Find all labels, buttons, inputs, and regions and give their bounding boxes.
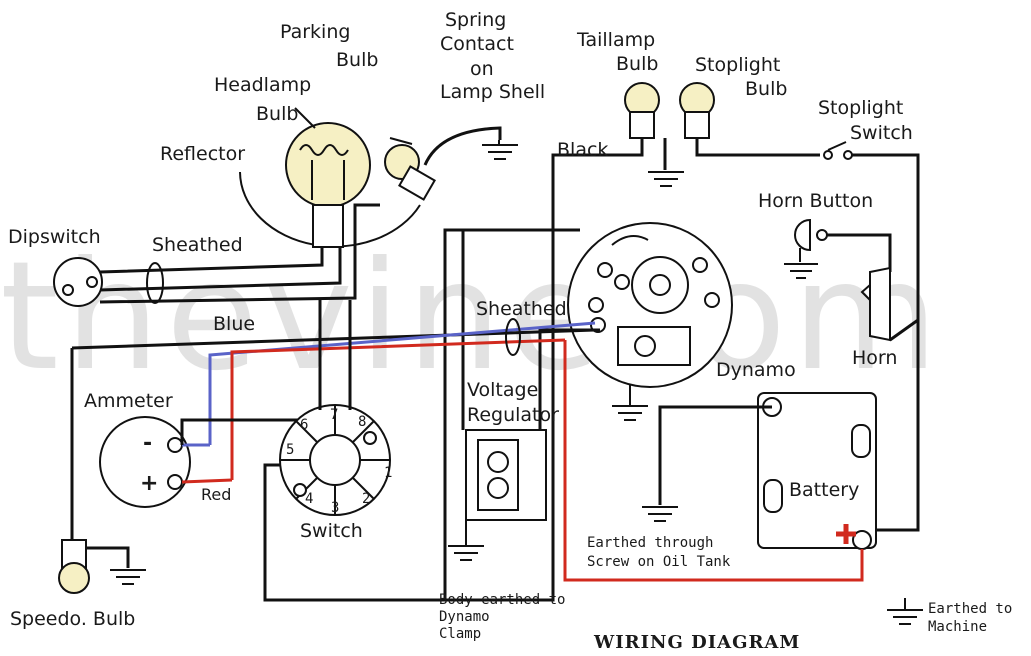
- taillamp-label-1: Taillamp: [576, 29, 655, 51]
- spring-label-1: Spring: [445, 9, 506, 31]
- headlamp-bulb: [285, 122, 371, 248]
- switch-terminal-label: 8: [358, 414, 366, 430]
- earthed-machine-label-2: Machine: [928, 619, 987, 635]
- battery: [757, 392, 877, 550]
- switch-terminal-label: 7: [330, 407, 338, 423]
- earth-symbol: [784, 263, 818, 279]
- speedo-earth-lead: [86, 546, 130, 568]
- bus-wire-1: [443, 228, 580, 600]
- tail-wire-black: [551, 138, 644, 600]
- sheath-wire-top: [71, 328, 596, 350]
- headlamp-label-1: Headlamp: [214, 74, 311, 96]
- red-wire: [230, 338, 566, 480]
- taillamp-bulb: [624, 82, 660, 139]
- voltage-regulator: [465, 429, 547, 521]
- parking-label-1: Parking: [280, 21, 350, 43]
- stoplight-bulb: [679, 82, 715, 139]
- switch-terminal-label: 3: [331, 500, 339, 516]
- ammeter: [99, 416, 191, 508]
- stoplight-label-1: Stoplight: [695, 54, 780, 76]
- earth-symbol: [110, 569, 146, 585]
- switch-terminal-label: 6: [300, 417, 308, 433]
- switch: [279, 404, 391, 516]
- earth-legend-symbol: [887, 598, 923, 625]
- horn-button: [794, 218, 828, 252]
- switch-terminal-label: 2: [362, 491, 370, 507]
- spring-contact-wire: [423, 126, 502, 166]
- parking-bulb: [384, 144, 436, 201]
- blue-label: Blue: [213, 313, 255, 335]
- stoplight-switch: [823, 141, 853, 160]
- horn-button-wire: [827, 233, 892, 272]
- regulator-label-1: Voltage: [467, 379, 538, 401]
- body-earthed-label-2: Dynamo: [439, 609, 490, 625]
- headlamp-label-2: Bulb: [256, 103, 298, 125]
- stoplight-feed-wire: [852, 153, 920, 532]
- battery-negative-wire: [658, 405, 772, 505]
- plus-label: +: [140, 471, 158, 496]
- body-earthed-label-1: Body earthed to: [439, 592, 565, 608]
- taillamp-label-2: Bulb: [616, 53, 658, 75]
- speedo-bulb: [58, 539, 90, 594]
- earth-symbol: [648, 171, 684, 187]
- switch-up-wires: [318, 300, 352, 410]
- dynamo: [567, 222, 733, 388]
- parking-leader: [389, 137, 413, 145]
- earthed-through-label-2: Screw on Oil Tank: [587, 554, 731, 570]
- watermark: thevinecom: [0, 230, 944, 404]
- earth-symbol: [612, 405, 648, 421]
- earthed-through-label-1: Earthed through: [587, 535, 713, 551]
- dip-wire-1: [99, 247, 324, 274]
- switch-label: Switch: [300, 520, 363, 542]
- earth-symbol: [448, 545, 484, 561]
- diagram-title: WIRING DIAGRAM: [593, 632, 800, 653]
- spring-label-2: Contact: [440, 33, 514, 55]
- horn: [860, 266, 891, 342]
- dynamo-label: Dynamo: [716, 359, 796, 381]
- headlamp-leader: [294, 107, 316, 129]
- body-earthed-label-3: Clamp: [439, 626, 481, 642]
- dipswitch: [53, 257, 103, 307]
- stop-wire: [695, 138, 820, 157]
- sheathed-left-label: Sheathed: [152, 234, 243, 256]
- black-label: Black: [557, 139, 608, 161]
- speedo-bulb-label: Speedo. Bulb: [10, 608, 135, 630]
- sheath-mid: [505, 318, 521, 356]
- horn-wire: [889, 318, 919, 342]
- sheathed-mid-label: Sheathed: [476, 298, 567, 320]
- bus-wire-4: [263, 430, 555, 602]
- reflector-label: Reflector: [160, 143, 245, 165]
- dip-wire-2: [99, 247, 342, 292]
- switch-terminal-label: 1: [384, 465, 392, 481]
- spring-label-4: Lamp Shell: [440, 81, 545, 103]
- battery-label: Battery: [789, 479, 859, 501]
- horn-button-label: Horn Button: [758, 190, 873, 212]
- dipswitch-label: Dipswitch: [8, 226, 101, 248]
- horn-label: Horn: [852, 347, 897, 369]
- earthed-machine-label-1: Earthed to: [928, 601, 1012, 617]
- parking-label-2: Bulb: [336, 49, 378, 71]
- minus-label: -: [143, 431, 152, 456]
- earth-symbol: [642, 506, 678, 522]
- blue-wire: [208, 321, 596, 445]
- ammeter-red-lead: [181, 478, 233, 484]
- sheath-left: [146, 262, 164, 304]
- stoplight-label-2: Bulb: [745, 78, 787, 100]
- regulator-label-2: Regulator: [467, 404, 559, 426]
- earth-symbol: [482, 140, 518, 160]
- battery-positive-red-wire: [563, 340, 864, 582]
- switch-terminal-label: 5: [286, 442, 294, 458]
- ammeter-label: Ammeter: [84, 390, 173, 412]
- red-label: Red: [201, 485, 231, 504]
- stoplight-switch-label-1: Stoplight: [818, 97, 903, 119]
- spring-label-3: on: [470, 58, 494, 80]
- stoplight-switch-label-2: Switch: [850, 122, 913, 144]
- dip-wire-3: [99, 203, 380, 304]
- switch-terminal-label: 4: [305, 491, 313, 507]
